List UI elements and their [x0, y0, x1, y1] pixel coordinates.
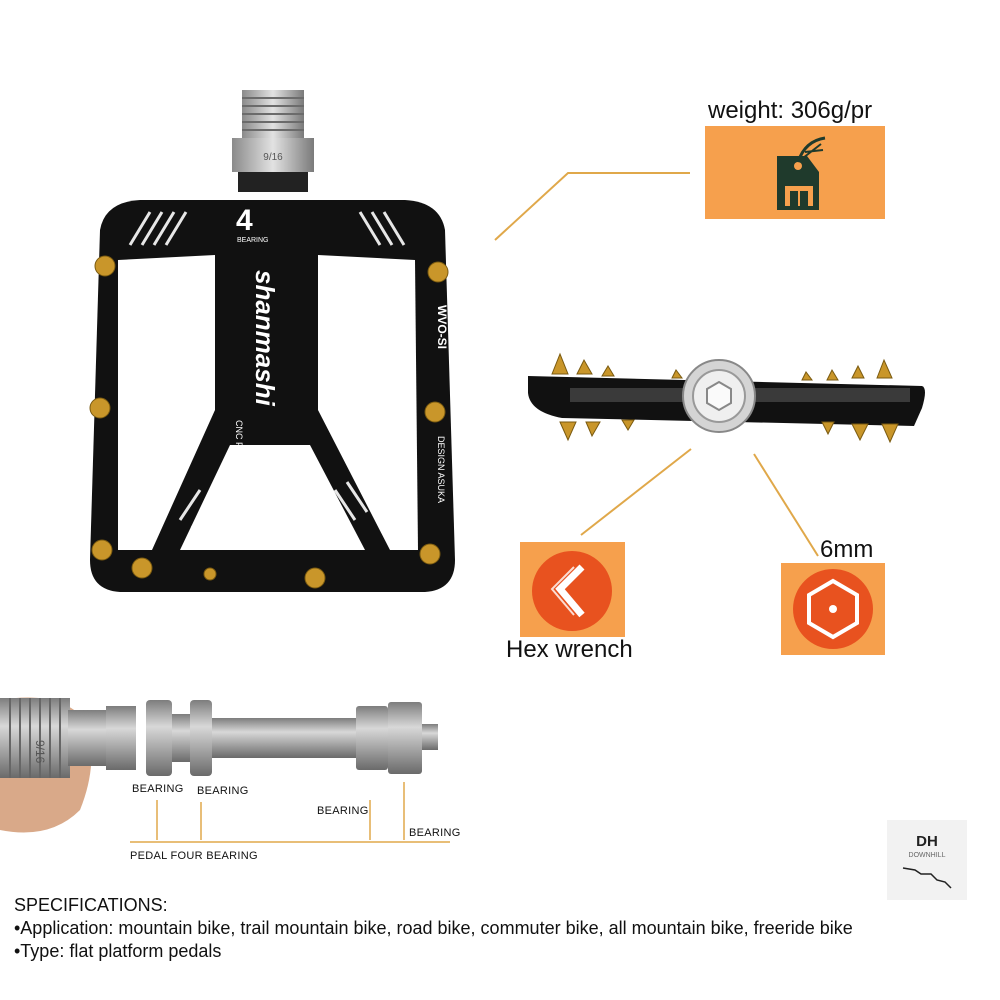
specs-type: •Type: flat platform pedals	[14, 941, 222, 961]
spindle-marking: 9/16	[263, 152, 283, 163]
pedal-four-bearing-label: PEDAL FOUR BEARING	[130, 850, 258, 862]
bearing-label-2: BEARING	[197, 785, 249, 797]
pedal-logo: 4	[236, 204, 253, 237]
pedal-model-text: WVO-SI	[435, 305, 449, 349]
bearing-label-3: BEARING	[317, 805, 369, 817]
weight-pointer-line	[494, 172, 690, 241]
downhill-badge: DH DOWNHILL	[887, 820, 967, 900]
hex-wrench-pointer-line	[580, 448, 692, 536]
bearing-label-1: BEARING	[132, 783, 184, 795]
spindle-bearing-marking: 9/16	[33, 740, 47, 764]
specs-application: •Application: mountain bike, trail mount…	[14, 918, 853, 938]
weight-tag-icon	[777, 136, 826, 210]
badge-title: DH	[916, 833, 938, 850]
pedal-side-view-image	[528, 352, 925, 444]
specs-heading: SPECIFICATIONS:	[14, 895, 168, 915]
hexagon-nut-icon	[793, 569, 873, 649]
hex-wrench-box	[520, 542, 625, 637]
pedal-cnc-text: CNC PEDAL	[234, 420, 244, 472]
pedal-design-text: DESIGN ASUKA	[436, 436, 446, 503]
weight-box	[705, 126, 885, 219]
weight-label: weight: 306g/pr	[708, 97, 873, 124]
spindle-bearing-image: 9/16	[0, 697, 450, 843]
hex-size-label: 6mm	[820, 536, 874, 563]
pedal-top-view-image: 9/16 4 BEARING shanmashi CNC PEDAL WVO-S…	[89, 90, 455, 592]
downhill-trail-icon	[902, 867, 952, 889]
badge-subtitle: DOWNHILL	[908, 852, 946, 859]
hex-wrench-icon	[532, 551, 612, 631]
bearing-label-4: BEARING	[409, 827, 461, 839]
hex-size-pointer-line	[753, 453, 819, 557]
hex-size-box	[781, 563, 885, 655]
hex-wrench-label: Hex wrench	[506, 636, 633, 663]
pedal-brand-text: shanmashi	[250, 270, 280, 407]
pedal-bearing-text: BEARING	[237, 237, 269, 244]
